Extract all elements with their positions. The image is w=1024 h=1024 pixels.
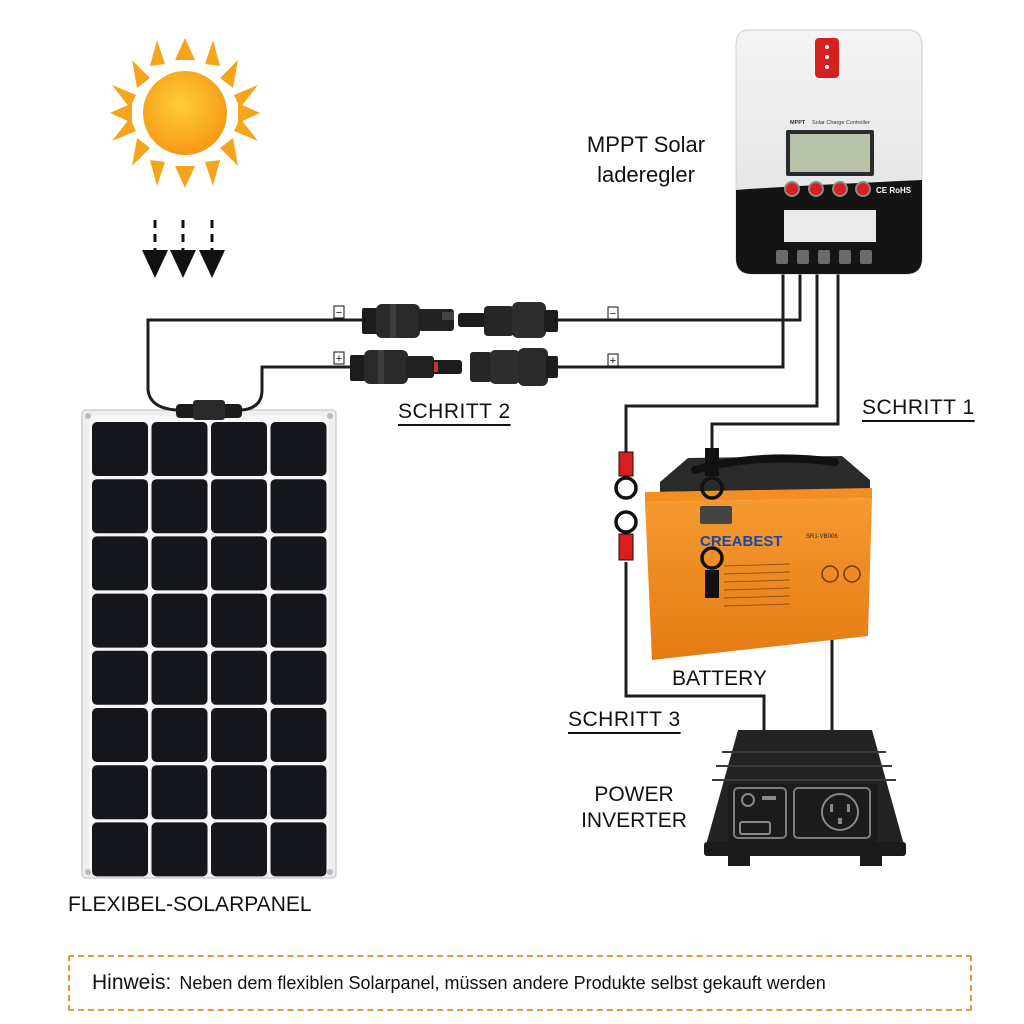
solar-cell <box>92 422 148 476</box>
battery: CREABEST SR1-VB006 <box>645 448 872 660</box>
power-inverter <box>704 730 906 866</box>
controller-brand: MPPT <box>790 120 806 126</box>
mc4-connector-left-minus <box>362 304 454 338</box>
battery-model: SR1-VB006 <box>806 534 838 540</box>
solar-cell <box>270 422 327 476</box>
solar-cell <box>270 650 327 705</box>
solar-cell <box>211 822 267 877</box>
battery-brand: CREABEST <box>700 533 783 550</box>
note-text: Neben dem flexiblen Solarpanel, müssen a… <box>179 972 826 993</box>
positive-ring-terminals <box>614 451 638 561</box>
solar-cell <box>92 765 148 820</box>
solar-cells <box>92 422 327 877</box>
mc4-connector-left-plus <box>350 350 462 384</box>
solar-cell <box>211 650 267 705</box>
solar-cell <box>211 479 267 534</box>
charge-controller: MPPT Solar Charge Controller CE RoHS <box>735 29 923 275</box>
controller-model: Solar Charge Controller <box>812 120 870 126</box>
solar-cell <box>92 650 148 705</box>
controller-marks: CE RoHS <box>876 186 912 195</box>
solar-cell <box>211 765 267 820</box>
solar-cell <box>151 479 208 534</box>
solar-cell <box>151 650 208 705</box>
solar-cell <box>92 536 148 591</box>
step-1-label: SCHRITT 1 <box>862 396 975 419</box>
solar-cell <box>92 479 148 534</box>
step-2-label: SCHRITT 2 <box>398 400 511 423</box>
solar-cell <box>151 765 208 820</box>
panel-label: FLEXIBEL-SOLARPANEL <box>68 893 312 916</box>
battery-label: BATTERY <box>672 667 767 690</box>
solar-cell <box>270 593 327 648</box>
solar-cell <box>270 708 327 762</box>
solar-cell <box>211 593 267 648</box>
solar-cell <box>211 708 267 762</box>
inverter-label: POWER INVERTER <box>581 783 687 832</box>
minus-marker-right: − <box>610 308 616 320</box>
solar-cell <box>92 822 148 877</box>
sun-icon <box>110 38 260 188</box>
plus-marker-right: + <box>610 355 616 367</box>
down-arrows-icon <box>142 220 225 278</box>
solar-cell <box>92 593 148 648</box>
solar-cell <box>270 765 327 820</box>
solar-cell <box>211 536 267 591</box>
note-keyword: Hinweis: <box>92 971 172 994</box>
solar-cell <box>92 708 148 762</box>
solar-cell <box>151 822 208 877</box>
mc4-connector-right-plus <box>470 348 558 386</box>
solar-cell <box>270 822 327 877</box>
plus-marker-left: + <box>336 353 342 365</box>
controller-label: MPPT Solar laderegler <box>586 132 706 187</box>
solar-cell <box>151 536 208 591</box>
step-3-label: SCHRITT 3 <box>568 708 681 731</box>
solar-cell <box>211 422 267 476</box>
solar-panel <box>81 400 337 879</box>
solar-cell <box>270 536 327 591</box>
minus-marker-left: − <box>336 307 342 319</box>
solar-cell <box>270 479 327 534</box>
solar-cell <box>151 708 208 762</box>
note-box: Hinweis: Neben dem flexiblen Solarpanel,… <box>68 955 972 1011</box>
polarity-markers: − + − + <box>333 305 619 367</box>
solar-cell <box>151 422 208 476</box>
solar-cell <box>151 593 208 648</box>
mc4-connector-right-minus <box>458 302 558 338</box>
